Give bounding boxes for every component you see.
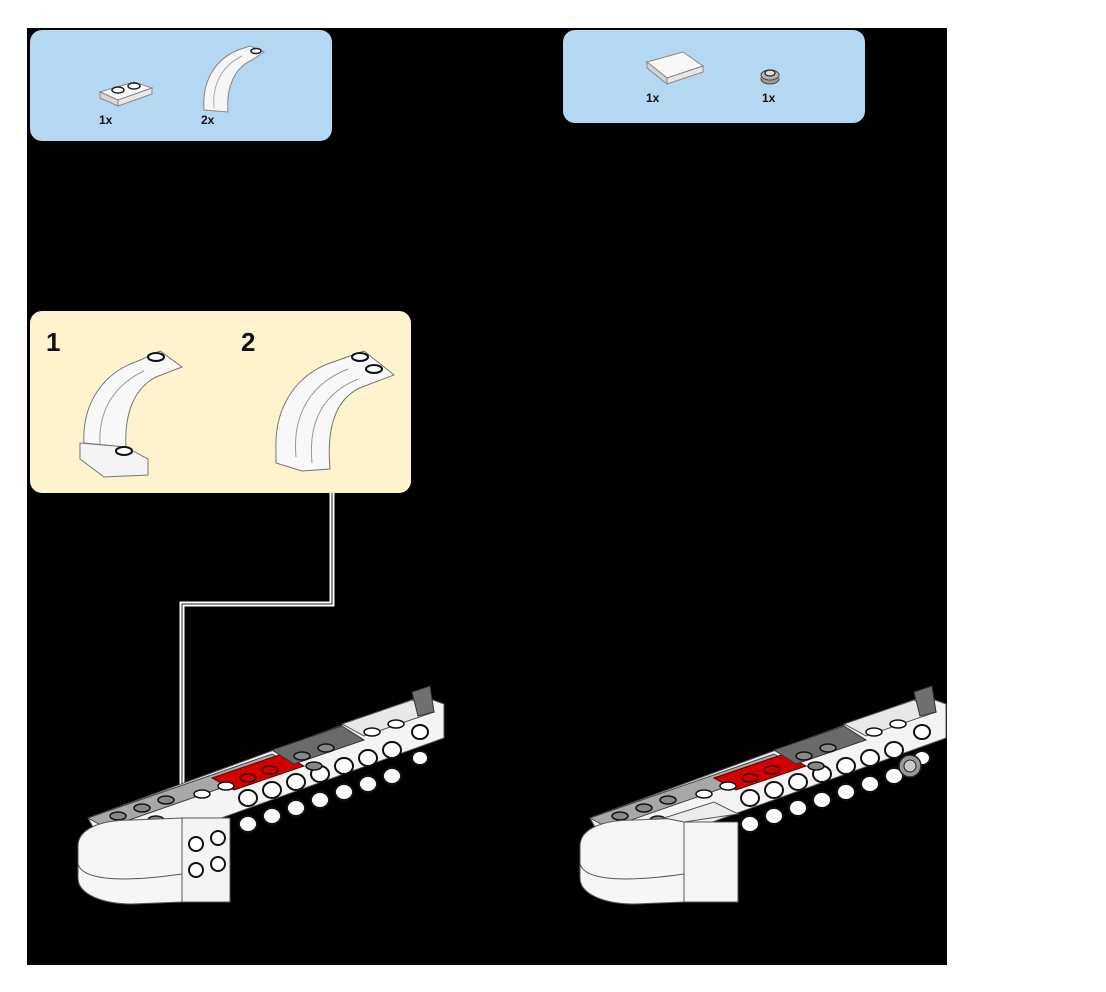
round-plate-added bbox=[898, 754, 922, 778]
quantity-label: 1x bbox=[762, 91, 776, 105]
model-assembly-left bbox=[77, 685, 445, 905]
curved-front-piece-with-tile bbox=[579, 801, 740, 905]
sub-assembly-callout: 1 2 bbox=[30, 311, 411, 493]
curved-arch-double-icon bbox=[275, 350, 395, 472]
plate-1x2-icon bbox=[98, 81, 154, 107]
model-assembly-right bbox=[579, 685, 947, 905]
parts-list-right: 1x 1x bbox=[563, 30, 865, 123]
curved-front-piece bbox=[77, 817, 231, 905]
curved-arch-single-icon bbox=[79, 350, 184, 478]
sub-step-number: 2 bbox=[241, 327, 256, 357]
curved-arch-icon bbox=[203, 45, 266, 113]
quantity-label: 2x bbox=[201, 113, 215, 127]
sub-step-number: 1 bbox=[46, 327, 61, 357]
tile-2x2-icon bbox=[645, 51, 705, 86]
quantity-label: 1x bbox=[646, 91, 660, 105]
quantity-label: 1x bbox=[99, 113, 113, 127]
parts-list-left: 1x 2x bbox=[30, 30, 332, 141]
round-plate-1x1-icon bbox=[760, 69, 780, 85]
instruction-page: 1x 2x 1x 1x 1 bbox=[27, 28, 947, 965]
